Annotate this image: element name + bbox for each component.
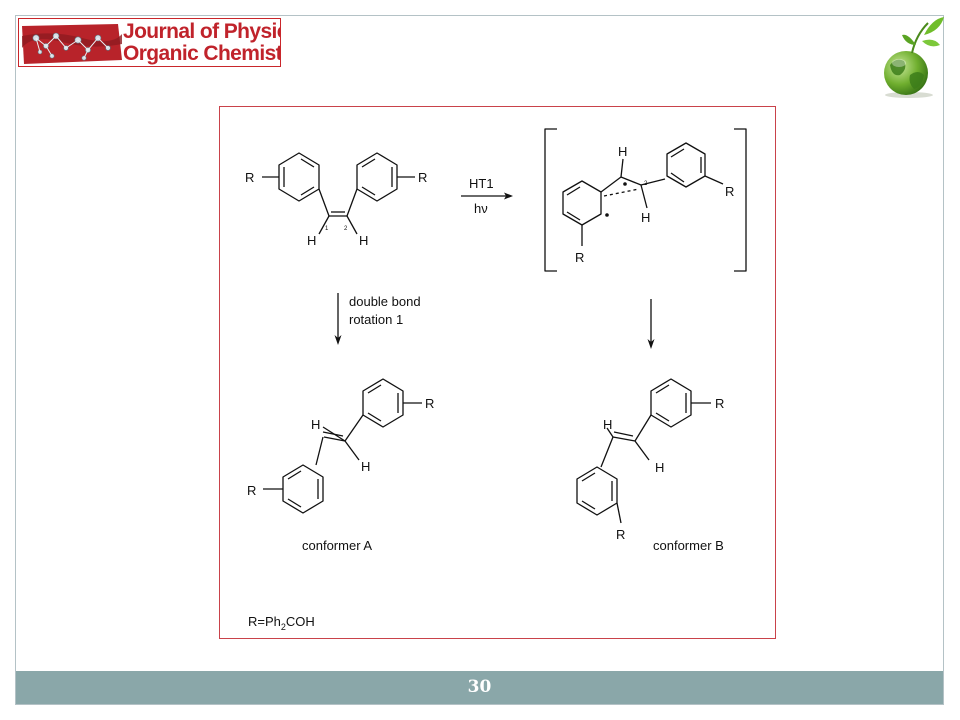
top-left-r-left: R	[245, 170, 254, 185]
conformer-a-bonds	[263, 378, 422, 514]
top-left-locant-2: 2	[344, 226, 348, 232]
r-group-definition-prefix: R=Ph	[248, 614, 281, 629]
top-arrow-label-below: hν	[474, 201, 488, 216]
page-number: 30	[467, 677, 492, 697]
right-arrow-head	[647, 339, 655, 349]
conformer-b-h-top: H	[603, 417, 612, 432]
top-left-locant-1: 1	[325, 226, 329, 232]
intermediate-h-top: H	[618, 144, 627, 159]
green-globe-icon	[884, 17, 944, 98]
reaction-scheme: R R H H 1 2 HT1 hν H H R R 2 double bond…	[245, 128, 747, 632]
top-left-h-left: H	[307, 233, 316, 248]
radical-dot-ring	[605, 213, 609, 217]
journal-title-line1-plain: Journal of	[123, 20, 224, 43]
intermediate-bonds	[562, 142, 724, 246]
conformer-a-h-bottom: H	[361, 459, 370, 474]
journal-title-line1-bold: Physical	[223, 20, 280, 43]
intermediate-locant-2: 2	[644, 181, 648, 187]
radical-dot-top	[623, 182, 627, 186]
r-group-definition: R=Ph2COH	[248, 614, 315, 632]
left-arrow-label-line1: double bond	[349, 294, 421, 309]
conformer-b-r-top: R	[715, 396, 724, 411]
journal-title-line2: Organic Chemistry	[123, 42, 280, 65]
conformer-b-r-bottom: R	[616, 527, 625, 542]
conformer-a-r-left: R	[247, 483, 256, 498]
conformer-a-caption: conformer A	[302, 538, 372, 553]
top-left-r-right: R	[418, 170, 427, 185]
conformer-b-h-bottom: H	[655, 460, 664, 475]
molecule-banner-icon	[22, 24, 122, 64]
left-arrow-head	[334, 335, 342, 345]
conformer-b-bonds	[576, 378, 711, 524]
intermediate-r-right: R	[725, 184, 734, 199]
footer-bar: 30	[16, 671, 943, 704]
conformer-a-h-top: H	[311, 417, 320, 432]
conformer-b-caption: conformer B	[653, 538, 724, 553]
intermediate-r-bottom: R	[575, 250, 584, 265]
top-left-molecule-bonds	[262, 152, 415, 235]
top-arrow-head	[504, 192, 513, 200]
r-group-definition-subscript: 2	[281, 622, 286, 632]
journal-logo: Journal of Physical Organic Chemistry	[18, 18, 281, 67]
conformer-a-r-top: R	[425, 396, 434, 411]
top-left-h-right: H	[359, 233, 368, 248]
intermediate-h-bottom: H	[641, 210, 650, 225]
reaction-scheme-panel: R R H H 1 2 HT1 hν H H R R 2 double bond…	[219, 106, 776, 639]
top-arrow-label-above: HT1	[469, 176, 494, 191]
left-arrow-label-line2: rotation 1	[349, 312, 403, 327]
r-group-definition-suffix: COH	[286, 614, 315, 629]
journal-title: Journal of Physical Organic Chemistry	[123, 20, 280, 65]
